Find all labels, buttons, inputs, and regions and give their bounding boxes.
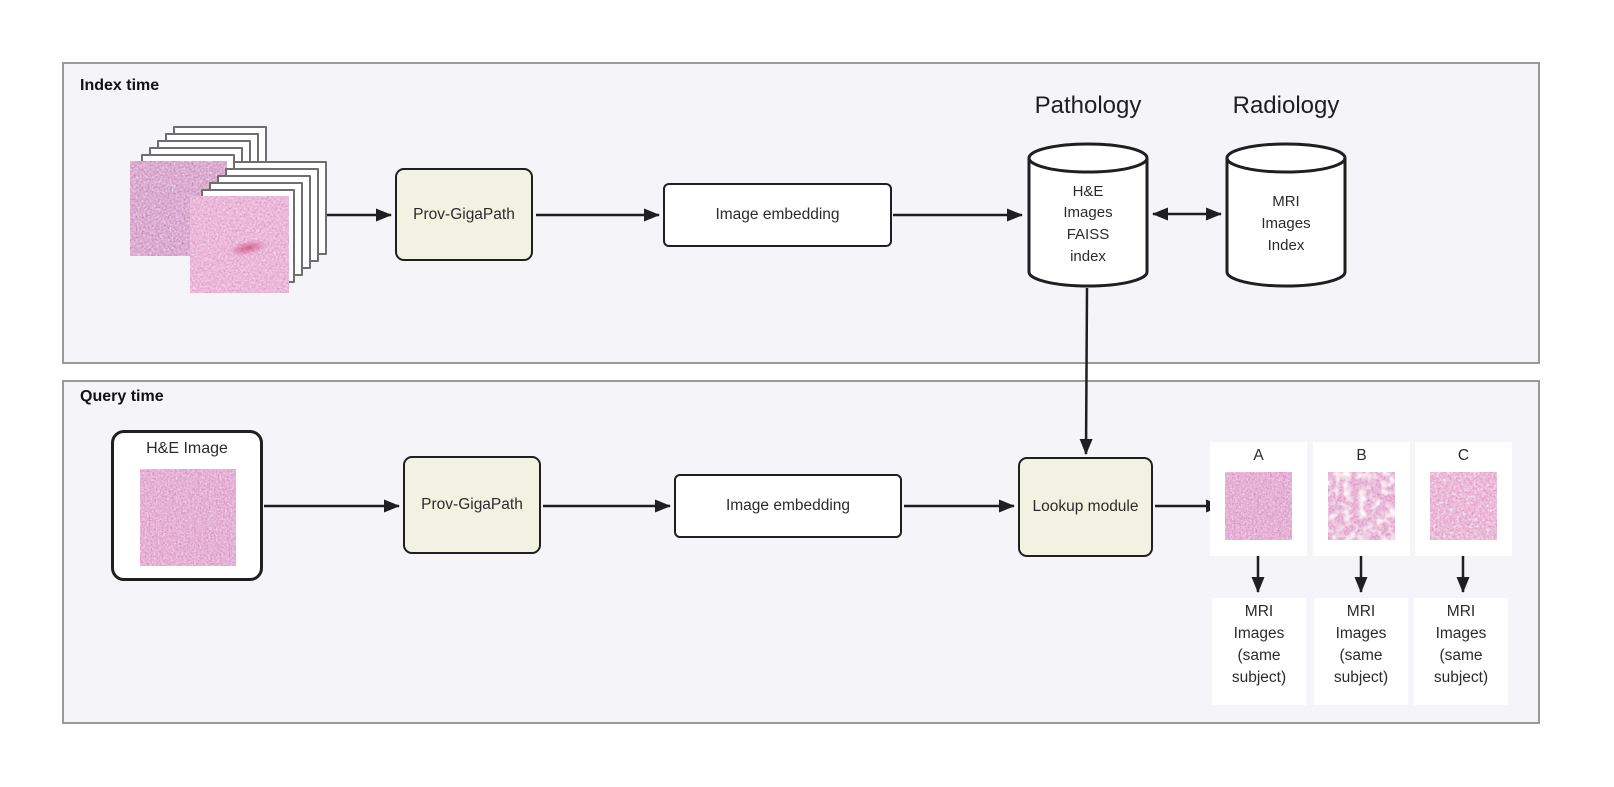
he-thumbnail-c bbox=[1430, 472, 1497, 540]
prov-gigapath-box-index: Prov-GigaPath bbox=[395, 168, 533, 261]
query-he-image-card: H&E Image bbox=[111, 430, 263, 581]
radiology-db-cylinder bbox=[1224, 141, 1348, 296]
query-panel-title: Query time bbox=[80, 388, 164, 405]
he-thumbnail-a bbox=[1225, 472, 1292, 540]
mri-result-card-c: MRI Images (same subject) bbox=[1414, 598, 1508, 705]
result-rank-label-b: B bbox=[1356, 447, 1367, 464]
result-card-b: B bbox=[1313, 442, 1410, 556]
prov-gigapath-label-index: Prov-GigaPath bbox=[413, 205, 515, 223]
pathology-db-label: H&E Images FAISS index bbox=[1063, 182, 1113, 265]
he-thumbnail-b bbox=[1328, 472, 1395, 540]
database-icon bbox=[1027, 142, 1149, 288]
result-card-c: C bbox=[1415, 442, 1512, 556]
pathology-db-cylinder bbox=[1026, 141, 1150, 296]
pathology-heading: Pathology bbox=[1034, 92, 1142, 119]
he-thumbnail-query bbox=[140, 469, 236, 566]
image-embedding-label-query: Image embedding bbox=[725, 497, 851, 514]
radiology-db-label: MRI Images Index bbox=[1261, 193, 1311, 254]
image-embedding-label-index: Image embedding bbox=[715, 206, 840, 223]
query-he-image-label: H&E Image bbox=[146, 440, 228, 457]
prov-gigapath-label-query: Prov-GigaPath bbox=[421, 496, 523, 513]
database-icon bbox=[1225, 142, 1347, 288]
he-image-stack bbox=[128, 125, 328, 295]
prov-gigapath-box-query: Prov-GigaPath bbox=[403, 456, 541, 554]
result-rank-label-a: A bbox=[1253, 447, 1264, 464]
mri-result-card-a: MRI Images (same subject) bbox=[1212, 598, 1306, 705]
radiology-heading: Radiology bbox=[1232, 92, 1340, 119]
lookup-module-label: Lookup module bbox=[1032, 498, 1139, 515]
result-rank-label-c: C bbox=[1457, 447, 1470, 464]
image-embedding-box-query: Image embedding bbox=[674, 474, 902, 538]
mri-result-card-b: MRI Images (same subject) bbox=[1314, 598, 1408, 705]
index-panel-title: Index time bbox=[80, 77, 160, 94]
lookup-module-box: Lookup module bbox=[1018, 457, 1153, 557]
he-thumbnail-stack-2 bbox=[190, 196, 289, 293]
result-card-a: A bbox=[1210, 442, 1307, 556]
image-embedding-box-index: Image embedding bbox=[663, 183, 892, 247]
